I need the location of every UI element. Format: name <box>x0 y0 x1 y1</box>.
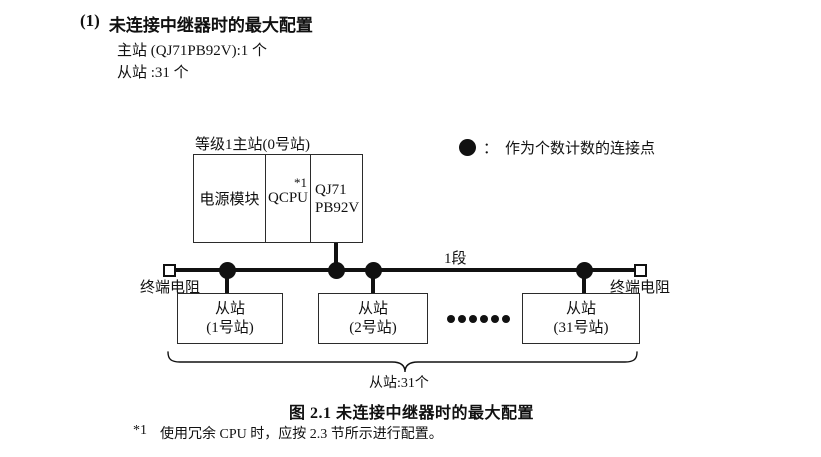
slave2-drop-line <box>371 270 375 294</box>
legend: ： 作为个数计数的连接点 <box>459 137 655 158</box>
slave-station-number: (1号站) <box>206 319 254 336</box>
ellipsis-dots <box>447 315 510 323</box>
slave-spec-line: 从站 :31 个 <box>117 65 189 81</box>
connection-point-icon <box>328 262 345 279</box>
footnote-marker: *1 <box>133 423 147 438</box>
legend-separator: ： <box>483 141 499 157</box>
section-title: 未连接中继器时的最大配置 <box>108 16 313 35</box>
slave-station-number: (31号站) <box>553 319 609 336</box>
slave-station-type: 从站 <box>565 300 596 317</box>
master-station-box: 电源模块 *1 QCPU QJ71 PB92V <box>193 154 363 243</box>
left-terminating-resistor-icon <box>163 264 176 277</box>
ellipsis-dot-icon <box>491 315 499 323</box>
legend-label: 作为个数计数的连接点 <box>505 141 656 157</box>
section-number: (1) <box>80 11 100 30</box>
slave-count-brace <box>167 351 638 373</box>
slave-station-2-box: 从站 (2号站) <box>318 293 428 344</box>
qj71pb92v-cell: QJ71 PB92V <box>311 155 361 242</box>
footnote-text: 使用冗余 CPU 时，应按 2.3 节所示进行配置。 <box>160 427 443 442</box>
ellipsis-dot-icon <box>458 315 466 323</box>
slave-station-1-box: 从站 (1号站) <box>177 293 283 344</box>
slave-station-type: 从站 <box>214 300 245 317</box>
counted-connection-point-icon <box>459 139 476 156</box>
qcpu-label: QCPU <box>267 190 308 206</box>
master-drop-line <box>334 243 338 269</box>
qj71pb92v-label-line2: PB92V <box>315 199 360 216</box>
qcpu-cell: *1 QCPU <box>266 155 311 242</box>
ellipsis-dot-icon <box>469 315 477 323</box>
bus-segment-line <box>175 268 636 272</box>
left-terminating-resistor-label: 终端电阻 <box>140 280 201 296</box>
slave-count-label: 从站:31个 <box>369 376 429 391</box>
slave31-drop-line <box>582 270 586 294</box>
power-module-label: 电源模块 <box>199 192 260 208</box>
slave-station-number: (2号站) <box>349 319 397 336</box>
ellipsis-dot-icon <box>502 315 510 323</box>
slave1-drop-line <box>225 270 229 294</box>
ellipsis-dot-icon <box>480 315 488 323</box>
section-heading: (1) 未连接中继器时的最大配置 <box>80 11 313 36</box>
segment-label: 1段 <box>444 251 467 267</box>
slave-station-31-box: 从站 (31号站) <box>522 293 640 344</box>
master-station-label: 等级1主站(0号站) <box>195 137 310 153</box>
right-terminating-resistor-label: 终端电阻 <box>610 280 671 296</box>
slave-station-type: 从站 <box>357 300 388 317</box>
footnote: *1 使用冗余 CPU 时，应按 2.3 节所示进行配置。 <box>133 423 443 443</box>
right-terminating-resistor-icon <box>634 264 647 277</box>
power-module-cell: 电源模块 <box>194 155 266 242</box>
qcpu-footnote-marker: *1 <box>294 175 307 190</box>
figure-caption: 图 2.1 未连接中继器时的最大配置 <box>289 405 535 422</box>
master-spec-line: 主站 (QJ71PB92V):1 个 <box>117 43 268 59</box>
ellipsis-dot-icon <box>447 315 455 323</box>
qj71pb92v-label-line1: QJ71 <box>315 181 347 198</box>
